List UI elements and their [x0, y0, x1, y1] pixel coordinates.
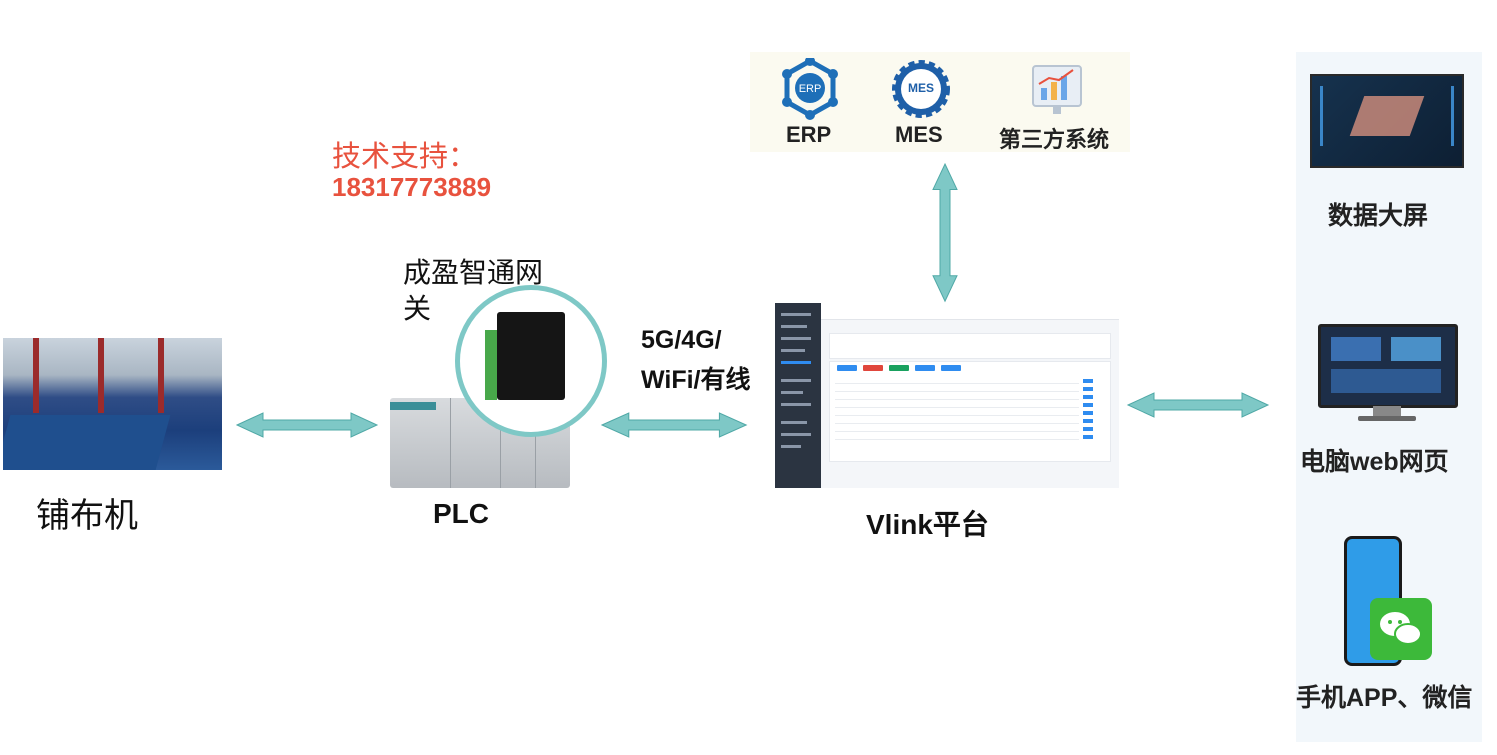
spreading-machine-photo: [3, 338, 222, 470]
tech-support-phone: 18317773889: [332, 172, 492, 202]
tech-support-title: 技术支持：: [332, 139, 478, 173]
gateway-terminal-block: [485, 330, 497, 400]
arrow-platform-to-systems: [932, 163, 958, 302]
gateway-label-line1: 成盈智通网: [403, 256, 544, 289]
gateway-label-line2: 关: [403, 292, 432, 325]
erp-label: ERP: [786, 122, 832, 147]
gateway-highlight-ring: [455, 285, 607, 437]
mes-label: MES: [895, 122, 943, 147]
erp-gear-icon: ERP: [782, 58, 838, 120]
vlink-platform-screenshot: [775, 303, 1119, 488]
connectivity-label-line1: 5G/4G/: [641, 326, 722, 354]
mes-icon-text: MES: [908, 81, 934, 95]
phone-wechat-icon: [1344, 536, 1439, 666]
plc-label: PLC: [433, 498, 489, 529]
dashboard-screen-label: 数据大屏: [1328, 202, 1429, 230]
desktop-monitor-icon: [1318, 324, 1458, 424]
desktop-web-label: 电脑web网页: [1300, 448, 1449, 476]
third-party-label: 第三方系统: [999, 127, 1110, 152]
client-endpoints-panel: 数据大屏 电脑web网页 手机APP、微信: [1296, 52, 1482, 742]
connectivity-label-line2: WiFi/有线: [641, 366, 751, 394]
gateway-device: [497, 312, 565, 400]
vlink-platform-label: Vlink平台: [866, 509, 989, 540]
mes-gear-icon: MES: [892, 60, 950, 118]
arrow-plc-to-platform: [601, 412, 747, 438]
erp-icon-text: ERP: [799, 83, 822, 95]
third-party-systems-banner: ERP MES ERP MES 第三方系统: [750, 52, 1130, 152]
arrow-platform-to-clients: [1127, 392, 1269, 418]
dashboard-screen-icon: [1310, 74, 1464, 168]
spreading-machine-label: 铺布机: [36, 496, 138, 536]
arrow-machine-to-plc: [236, 412, 378, 438]
report-board-icon: [1032, 65, 1082, 114]
mobile-wechat-label: 手机APP、微信: [1296, 684, 1473, 712]
